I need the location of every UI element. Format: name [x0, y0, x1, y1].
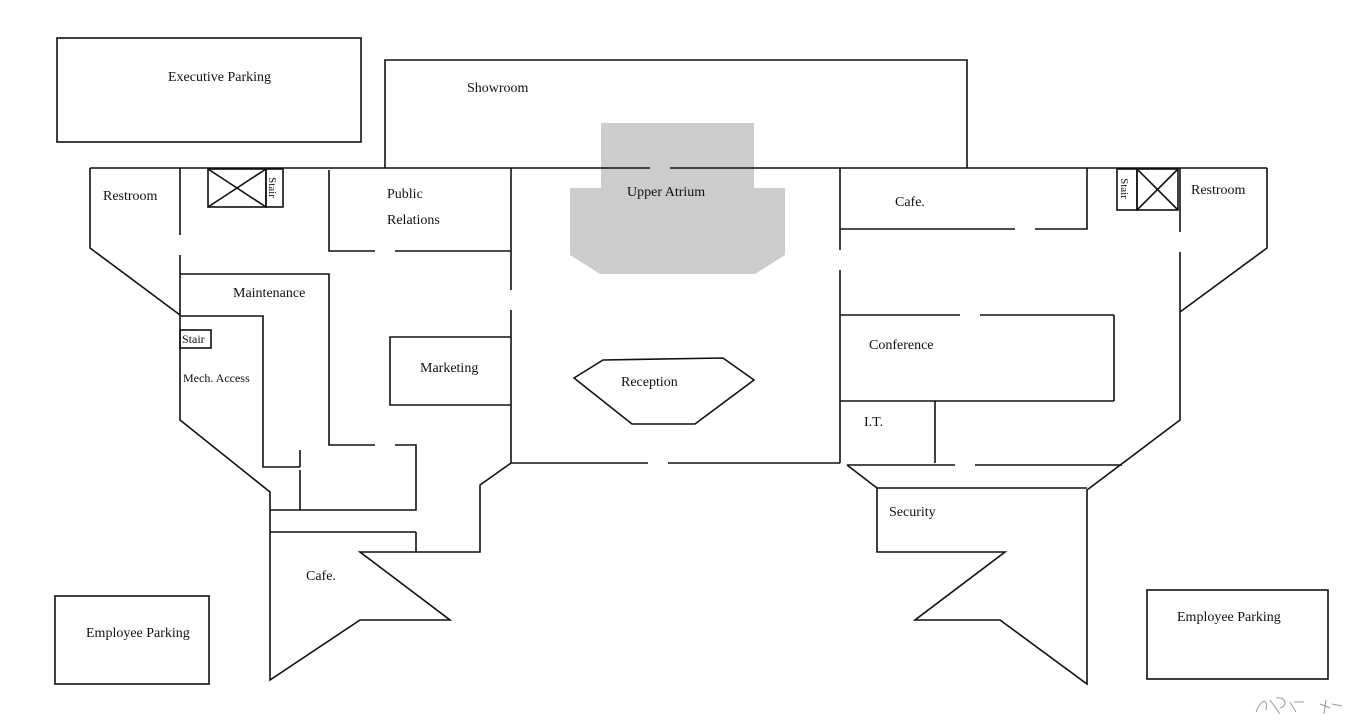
- room-label-showroom: Showroom: [467, 81, 529, 96]
- room-label-restroom-right: Restroom: [1191, 183, 1246, 198]
- showroom-wall: [384, 59, 968, 168]
- room-label-maintenance: Maintenance: [233, 286, 306, 301]
- stair-cross: [207, 168, 267, 208]
- room-label-it: I.T.: [864, 415, 884, 430]
- reception-desk: [572, 357, 756, 425]
- room-label-upper-atrium: Upper Atrium: [627, 185, 706, 200]
- stair-label-top-right: Stair: [1117, 178, 1130, 199]
- stair-cross: [1136, 168, 1179, 211]
- upper-atrium-area: [570, 123, 785, 274]
- wall: [328, 170, 375, 252]
- employee-parking-right-area: [1146, 589, 1329, 680]
- room-label-mech-access: Mech. Access: [183, 371, 250, 385]
- wall: [180, 273, 375, 446]
- wall: [1035, 168, 1088, 230]
- wall: [389, 336, 511, 406]
- stair-label-top-left: Stair: [265, 177, 278, 198]
- stair-left-box: [179, 329, 212, 349]
- executive-parking-area: [56, 37, 362, 143]
- room-label-restroom-left: Restroom: [103, 189, 158, 204]
- room-label-employee-parking-right: Employee Parking: [1177, 610, 1281, 625]
- stair-top-right-box: [1136, 168, 1179, 211]
- room-label-security: Security: [889, 505, 936, 520]
- room-label-cafe-top-right: Cafe.: [895, 195, 925, 210]
- room-label-stair-left: Stair: [182, 332, 205, 346]
- room-label-executive-parking: Executive Parking: [168, 70, 272, 85]
- room-label-public-relations-line1: Public: [387, 187, 423, 202]
- wall: [299, 444, 417, 511]
- room-label-cafe-bottom-left: Cafe.: [306, 569, 336, 584]
- wall: [180, 315, 300, 468]
- stair-top-left-label-box: [265, 168, 284, 208]
- outer-wall: [89, 168, 512, 682]
- room-label-employee-parking-left: Employee Parking: [86, 626, 190, 641]
- outer-wall: [846, 168, 1268, 686]
- room-label-reception: Reception: [621, 375, 678, 390]
- room-label-conference: Conference: [869, 338, 934, 353]
- room-label-marketing: Marketing: [420, 361, 479, 376]
- artist-signature: [1255, 697, 1343, 715]
- employee-parking-left-area: [54, 595, 210, 685]
- room-label-public-relations-line2: Relations: [387, 213, 440, 228]
